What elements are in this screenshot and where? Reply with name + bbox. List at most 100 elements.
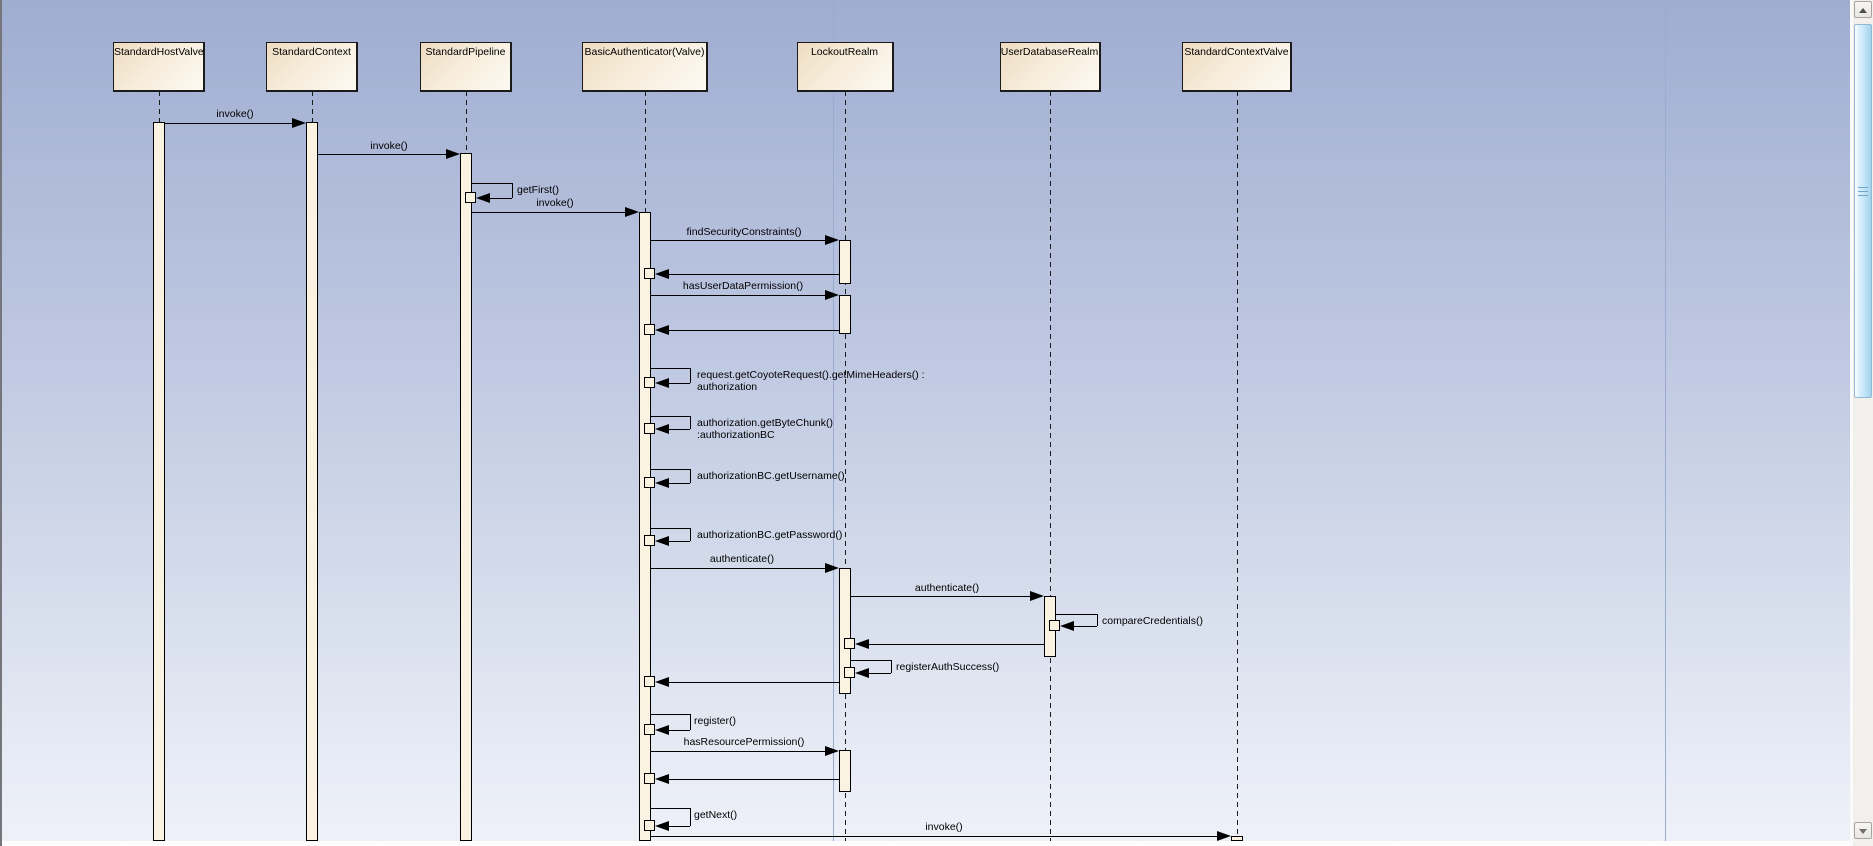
message-label[interactable]: invoke() bbox=[925, 821, 963, 833]
self-message-top-line[interactable] bbox=[651, 469, 690, 470]
message-label[interactable]: request.getCoyoteRequest().getMimeHeader… bbox=[697, 369, 925, 393]
self-message-side-line bbox=[690, 714, 691, 730]
return-anchor bbox=[644, 423, 655, 434]
message-label[interactable]: authenticate() bbox=[914, 582, 980, 594]
return-anchor bbox=[644, 535, 655, 546]
self-message-top-line[interactable] bbox=[472, 183, 512, 184]
self-message-side-line bbox=[690, 528, 691, 541]
message-label[interactable]: getFirst() bbox=[517, 184, 559, 196]
activation-bar[interactable] bbox=[306, 122, 318, 841]
message-line[interactable] bbox=[318, 154, 447, 155]
self-message-return-line bbox=[669, 826, 690, 827]
message-label[interactable]: authorizationBC.getPassword() bbox=[697, 529, 843, 541]
message-line[interactable] bbox=[651, 836, 1218, 837]
page-break-guide bbox=[833, 0, 834, 841]
self-message-return-line bbox=[669, 730, 690, 731]
arrowhead-left-icon bbox=[855, 668, 869, 678]
return-line[interactable] bbox=[869, 644, 1044, 645]
scroll-down-button[interactable] bbox=[1854, 822, 1872, 839]
self-message-top-line[interactable] bbox=[651, 714, 690, 715]
activation-bar[interactable] bbox=[839, 295, 851, 334]
lifeline-box-StandardContext[interactable]: StandardContext bbox=[266, 42, 358, 92]
activation-bar[interactable] bbox=[639, 212, 651, 841]
message-label[interactable]: hasUserDataPermission() bbox=[682, 280, 804, 292]
self-message-return-line bbox=[669, 483, 690, 484]
activation-bar[interactable] bbox=[839, 750, 851, 792]
arrowhead-right-icon bbox=[292, 118, 306, 128]
message-label[interactable]: invoke() bbox=[370, 140, 408, 152]
lifeline-box-StandardContextValve[interactable]: StandardContextValve bbox=[1182, 42, 1292, 92]
message-line[interactable] bbox=[651, 240, 826, 241]
self-message-top-line[interactable] bbox=[851, 660, 891, 661]
self-message-side-line bbox=[690, 469, 691, 483]
thumb-grip bbox=[1858, 187, 1868, 188]
activation-bar[interactable] bbox=[839, 568, 851, 694]
activation-bar[interactable] bbox=[839, 240, 851, 284]
scroll-up-button[interactable] bbox=[1854, 1, 1872, 18]
message-label[interactable]: registerAuthSuccess() bbox=[896, 661, 1000, 673]
message-label[interactable]: invoke() bbox=[536, 197, 574, 209]
self-message-return-line bbox=[669, 429, 690, 430]
arrowhead-left-icon bbox=[655, 478, 669, 488]
return-line[interactable] bbox=[669, 274, 839, 275]
lifeline-box-StandardHostValve[interactable]: StandardHostValve bbox=[113, 42, 205, 92]
message-line[interactable] bbox=[851, 596, 1031, 597]
self-message-top-line[interactable] bbox=[651, 808, 690, 809]
return-line[interactable] bbox=[669, 779, 839, 780]
message-label[interactable]: findSecurityConstraints() bbox=[686, 226, 802, 238]
self-message-top-line[interactable] bbox=[651, 416, 690, 417]
self-message-side-line bbox=[891, 660, 892, 673]
return-anchor bbox=[465, 192, 476, 203]
activation-bar[interactable] bbox=[1231, 836, 1243, 841]
arrowhead-left-icon bbox=[655, 424, 669, 434]
return-anchor bbox=[644, 820, 655, 831]
message-label[interactable]: authorization.getByteChunk() :authorizat… bbox=[697, 417, 833, 441]
arrowhead-right-icon bbox=[825, 235, 839, 245]
arrowhead-left-icon bbox=[655, 325, 669, 335]
message-line[interactable] bbox=[165, 123, 293, 124]
message-label[interactable]: getNext() bbox=[694, 809, 738, 821]
return-line[interactable] bbox=[669, 682, 839, 683]
lifeline-LockoutRealm bbox=[845, 91, 846, 841]
arrowhead-right-icon bbox=[446, 149, 460, 159]
lifeline-box-LockoutRealm[interactable]: LockoutRealm bbox=[796, 42, 894, 92]
arrowhead-left-icon bbox=[655, 677, 669, 687]
activation-bar[interactable] bbox=[153, 122, 165, 841]
arrowhead-left-icon bbox=[1060, 621, 1074, 631]
self-message-return-line bbox=[669, 383, 690, 384]
self-message-side-line bbox=[1097, 614, 1098, 626]
arrowhead-left-icon bbox=[655, 269, 669, 279]
lifeline-UserDatabaseRealm bbox=[1050, 91, 1051, 841]
lifeline-box-BasicAuthenticator(Valve)[interactable]: BasicAuthenticator(Valve) bbox=[582, 42, 708, 92]
return-line[interactable] bbox=[669, 330, 839, 331]
message-line[interactable] bbox=[651, 751, 826, 752]
self-message-top-line[interactable] bbox=[1056, 614, 1097, 615]
message-label[interactable]: invoke() bbox=[216, 108, 254, 120]
scrollbar-thumb[interactable] bbox=[1854, 24, 1872, 398]
message-line[interactable] bbox=[651, 568, 826, 569]
arrowhead-left-icon bbox=[655, 774, 669, 784]
message-label[interactable]: authorizationBC.getUsername() bbox=[697, 470, 845, 482]
lifeline-box-UserDatabaseRealm[interactable]: UserDatabaseRealm bbox=[999, 42, 1101, 92]
vertical-scrollbar[interactable] bbox=[1853, 0, 1873, 846]
message-line[interactable] bbox=[651, 295, 826, 296]
return-anchor bbox=[644, 676, 655, 687]
message-label[interactable]: register() bbox=[694, 715, 737, 727]
message-label[interactable]: hasResourcePermission() bbox=[683, 736, 805, 748]
activation-bar[interactable] bbox=[460, 153, 472, 841]
self-message-side-line bbox=[690, 416, 691, 429]
self-message-side-line bbox=[690, 808, 691, 826]
arrowhead-right-icon bbox=[825, 290, 839, 300]
return-anchor bbox=[644, 773, 655, 784]
arrowhead-left-icon bbox=[655, 821, 669, 831]
self-message-top-line[interactable] bbox=[651, 528, 690, 529]
arrowhead-left-icon bbox=[655, 536, 669, 546]
lifeline-box-StandardPipeline[interactable]: StandardPipeline bbox=[420, 42, 512, 92]
lifeline-StandardContextValve bbox=[1237, 91, 1238, 841]
message-label[interactable]: compareCredentials() bbox=[1102, 615, 1203, 627]
self-message-top-line[interactable] bbox=[651, 368, 690, 369]
arrowhead-right-icon bbox=[1217, 831, 1231, 841]
message-line[interactable] bbox=[472, 212, 626, 213]
message-label[interactable]: authenticate() bbox=[709, 553, 775, 565]
